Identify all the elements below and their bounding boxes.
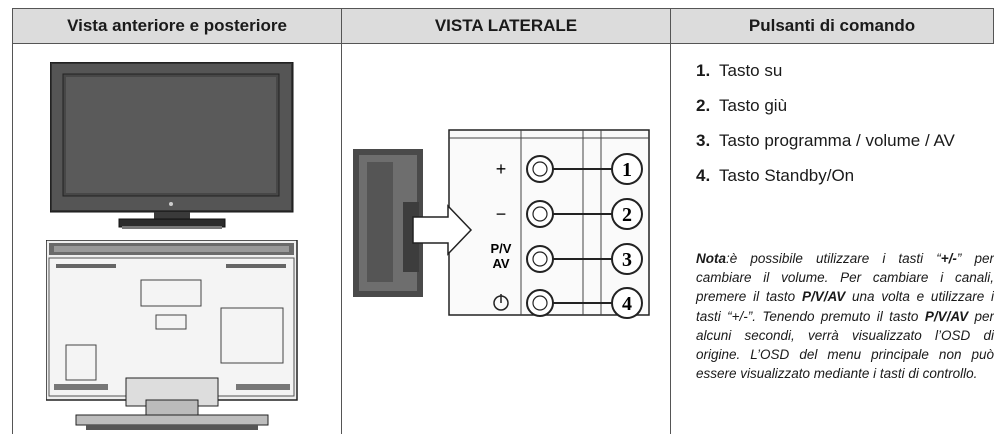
list-item: 2.Tasto giù xyxy=(696,96,788,115)
up-button xyxy=(526,155,554,183)
callout-2: 2 xyxy=(622,204,632,226)
pv-av-button xyxy=(526,245,554,273)
note-paragraph: Nota:è possibile utilizzare i tasti “+/-… xyxy=(696,251,994,382)
tv-front-illustration xyxy=(50,62,294,229)
list-item: 4.Tasto Standby/On xyxy=(696,166,855,185)
list-item: 3.Tasto programma / volume / AV xyxy=(696,131,955,150)
table-divider-2 xyxy=(670,8,671,434)
side-view-illustration: + − P/V AV 1 2 3 4 xyxy=(353,129,650,319)
control-keys-list: 1.Tasto su 2.Tasto giù 3.Tasto programma… xyxy=(696,60,994,200)
standby-button xyxy=(526,289,554,317)
pv-label: P/V xyxy=(491,241,512,256)
header-control-buttons: Pulsanti di comando xyxy=(670,8,994,44)
tv-rear-illustration xyxy=(46,240,298,430)
minus-symbol: − xyxy=(496,204,507,224)
callout-4: 4 xyxy=(622,293,632,315)
controls-table: Vista anteriore e posteriore VISTA LATER… xyxy=(12,0,994,434)
table-divider-1 xyxy=(341,8,342,434)
list-item: 1.Tasto su xyxy=(696,61,783,80)
header-side-view: VISTA LATERALE xyxy=(341,8,671,44)
header-front-rear-view: Vista anteriore e posteriore xyxy=(12,8,342,44)
plus-symbol: + xyxy=(496,159,507,179)
callout-3: 3 xyxy=(622,249,632,271)
table-border-left xyxy=(12,8,13,434)
av-label: AV xyxy=(492,256,509,271)
callout-1: 1 xyxy=(622,159,632,181)
down-button xyxy=(526,200,554,228)
